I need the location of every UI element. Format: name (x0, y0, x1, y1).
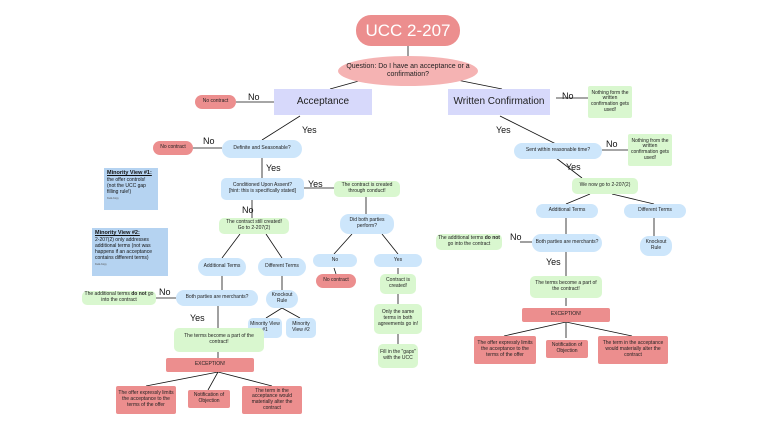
left-different-terms-node: Different Terms (258, 258, 306, 276)
written-confirmation-node: Written Confirmation (448, 89, 550, 115)
sent-reasonable-node: Sent within reasonable time? (514, 143, 602, 159)
yes-label-sent: Yes (566, 162, 581, 172)
did-both-perform-node: Did both parties perform? (340, 214, 394, 234)
no-label-definite: No (203, 136, 215, 146)
no-label-sent: No (606, 139, 618, 149)
minority-view-1-note: Minority View #1: the offer controls! (n… (104, 168, 158, 210)
right-both-merchants-node: Both parties are merchants? (532, 234, 602, 252)
yes-label-right-merchants: Yes (546, 257, 561, 267)
left-terms-part-node: The terms become a part of the contract! (174, 328, 264, 352)
right-additional-not-in-text-a: The additional terms (438, 235, 485, 242)
title-node: UCC 2-207 (356, 15, 460, 46)
yes-label-written: Yes (496, 125, 511, 135)
left-exc-offer-node: The offer expressly limits the acceptanc… (116, 386, 176, 414)
minority-view-2-node[interactable]: Minority View #2 (286, 318, 316, 338)
no-label-left-merchants: No (159, 287, 171, 297)
yes-label-left-merchants: Yes (190, 313, 205, 323)
no-contract-node-3: No contract (316, 274, 356, 288)
left-exc-material-node: The term in the acceptance would materia… (242, 386, 302, 414)
right-additional-not-in-text-bold: do not (484, 235, 500, 242)
no-label-conditioned: No (242, 205, 254, 215)
minority-view-1-small: Kwik-Kopy (107, 196, 119, 200)
no-contract-node-2: No contract (153, 141, 193, 155)
minority-view-1-body: the offer controls! (not the UCC gap fil… (107, 176, 146, 195)
conditioned-assent-node: Conditioned Upon Assent? [hint: this is … (221, 178, 304, 200)
created-through-conduct-node: The contract is created through conduct! (334, 181, 400, 197)
right-additional-not-in-node: The additional terms do not go into the … (436, 234, 502, 250)
perform-yes-node: Yes (374, 254, 422, 267)
fill-gaps-node: Fill in the "gaps" with the UCC (378, 344, 418, 368)
right-exc-material-node: The term in the acceptance would materia… (598, 336, 668, 364)
left-additional-not-in-text-bold: do not (131, 291, 147, 298)
left-additional-terms-node: Additional Terms (198, 258, 246, 276)
minority-view-1-title: Minority View #1: (107, 170, 152, 176)
right-different-terms-node: Different Terms (624, 204, 686, 218)
definite-seasonable-node: Definite and Seasonable? (222, 140, 302, 158)
no-label-written: No (562, 91, 574, 101)
minority-view-2-title: Minority View #2: (95, 230, 140, 236)
left-additional-not-in-text-b: go into the contract (101, 291, 154, 303)
right-exc-offer-node: The offer expressly limits the acceptanc… (474, 336, 536, 364)
right-exception-node: EXCEPTION! (522, 308, 610, 322)
right-exc-notification-node: Notification of Objection (546, 340, 588, 358)
right-additional-not-in-text-b: go into the contract (447, 241, 491, 247)
only-same-terms-node: Only the same terms in both agreements g… (374, 304, 422, 334)
left-exception-node: EXCEPTION! (166, 358, 254, 372)
right-terms-part-node: The terms become a part of the contract! (530, 276, 602, 298)
left-exc-notification-node: Notification of Objection (188, 390, 230, 408)
nothing-form-node: Nothing form the written confirmation ge… (588, 86, 632, 118)
yes-label-acceptance: Yes (302, 125, 317, 135)
perform-no-node: No (313, 254, 357, 267)
minority-view-2-note: Minority View #2: 2-207(2) only addresse… (92, 228, 168, 276)
goto-2207-node: We now go to 2-207(2) (572, 178, 638, 194)
left-knockout-node: Knockout Rule (266, 290, 298, 308)
no-contract-node-1: No contract (195, 95, 236, 109)
acceptance-node: Acceptance (274, 89, 372, 115)
yes-label-definite: Yes (266, 163, 281, 173)
no-label-right-merchants: No (510, 232, 522, 242)
minority-view-2-body: 2-207(2) only addresses additional terms… (95, 236, 152, 261)
left-additional-not-in-node: The additional terms do not go into the … (82, 291, 156, 305)
right-additional-terms-node: Additional Terms (536, 204, 598, 218)
question-node: Question: Do I have an acceptance or a c… (338, 56, 478, 86)
no-label-acceptance: No (248, 92, 260, 102)
minority-view-2-small: Kwik-Kopy (95, 262, 107, 266)
nothing-from-node: Nothing from the written confirmation ge… (628, 134, 672, 166)
still-created-node: The contract still created! Go to 2-207(… (219, 218, 289, 234)
yes-label-conditioned: Yes (308, 179, 323, 189)
left-additional-not-in-text-a: The additional terms (84, 291, 132, 298)
right-knockout-node: Knockout Rule (640, 236, 672, 256)
left-both-merchants-node: Both parties are merchants? (176, 290, 258, 306)
contract-created-node: Contract is created! (380, 274, 416, 294)
